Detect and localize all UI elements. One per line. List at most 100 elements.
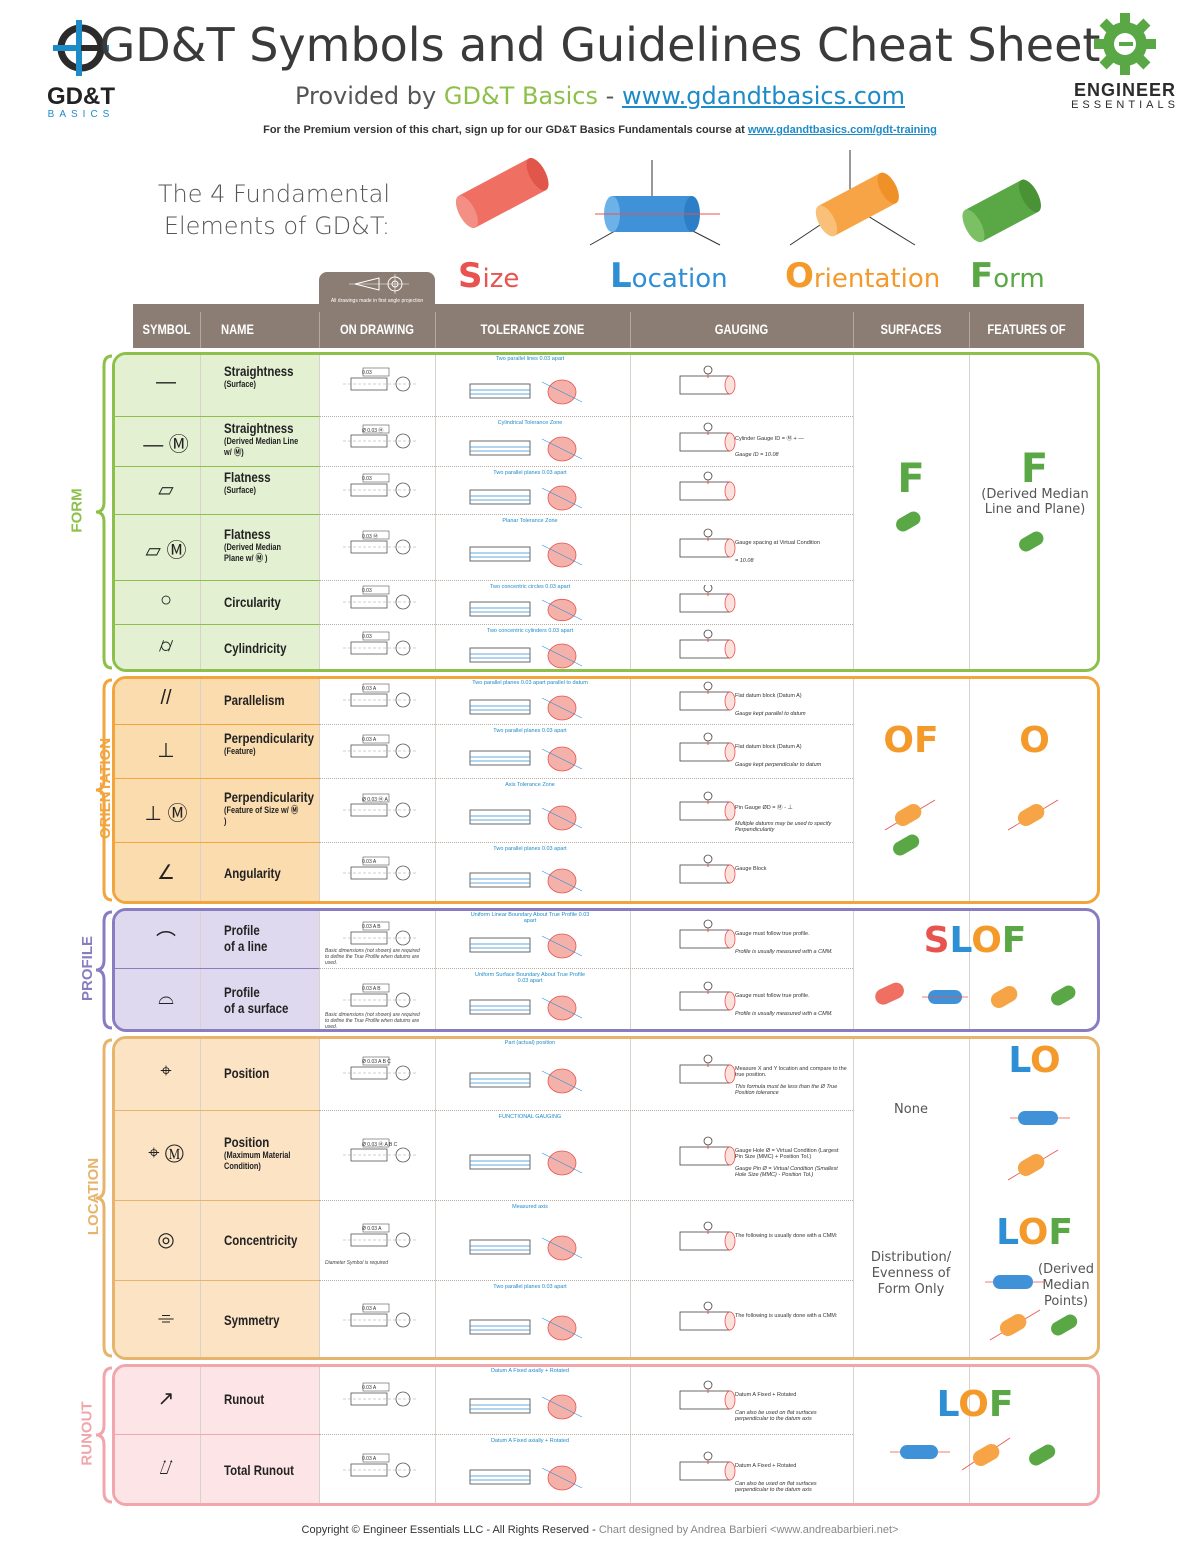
row-name-label: Angularity bbox=[224, 865, 281, 881]
fundamentals-line1: The 4 Fundamental bbox=[157, 180, 390, 208]
drawing-illustration bbox=[343, 793, 417, 818]
row-symbol: ⌒ bbox=[156, 931, 176, 953]
fos-orientation-letter: O bbox=[1019, 720, 1050, 761]
column-divider bbox=[853, 355, 854, 669]
section-label-orientation: ORIENTATION bbox=[55, 738, 114, 839]
drawing-illustration bbox=[343, 1223, 417, 1248]
column-divider bbox=[319, 911, 320, 1029]
row-symbol: ⊥ Ⓜ bbox=[144, 803, 188, 825]
gauging-illustration bbox=[679, 629, 736, 659]
row-symbol: ⌖ Ⓜ bbox=[148, 1142, 184, 1164]
tolerance-zone-illustration bbox=[469, 542, 583, 568]
tolerance-zone-illustration bbox=[469, 643, 583, 669]
element-location-initial: L bbox=[610, 256, 632, 296]
drawing-illustration bbox=[343, 473, 417, 498]
header-divider bbox=[200, 312, 201, 348]
gdt-basics-logo[interactable]: GD&T BASICS bbox=[36, 18, 126, 120]
column-divider bbox=[435, 1039, 436, 1357]
row-name: Symmetry bbox=[224, 1312, 302, 1328]
fos-location-letter-o: O bbox=[1030, 1040, 1061, 1081]
column-divider bbox=[853, 911, 854, 1029]
gauging-illustration bbox=[679, 791, 736, 821]
section-brace-icon bbox=[95, 678, 113, 902]
section-label-runout: RUNOUT bbox=[55, 1401, 96, 1465]
element-location-rest: ocation bbox=[631, 264, 728, 294]
premium-text: For the Premium version of this chart, s… bbox=[263, 124, 745, 136]
column-divider bbox=[200, 911, 201, 1029]
row-name: Concentricity bbox=[224, 1232, 302, 1248]
tolerance-zone-illustration bbox=[469, 1150, 583, 1176]
engineer-essentials-logo[interactable]: ENGINEER ESSENTIALS bbox=[1060, 10, 1190, 111]
drawing-illustration bbox=[343, 921, 417, 946]
column-divider bbox=[319, 1039, 320, 1357]
column-divider bbox=[435, 1367, 436, 1503]
column-divider bbox=[630, 1039, 631, 1357]
tolerance-zone-note: Two concentric cylinders 0.03 apart bbox=[486, 628, 574, 634]
section-label-text: PROFILE bbox=[79, 935, 97, 1002]
gauging-note-2: Gauge kept perpendicular to datum bbox=[735, 762, 822, 768]
gauging-illustration bbox=[679, 585, 736, 613]
row-divider bbox=[319, 624, 853, 625]
section-label-text: ORIENTATION bbox=[97, 737, 115, 840]
row-divider bbox=[115, 580, 319, 581]
gear-icon bbox=[1094, 13, 1156, 75]
feature-control-frame: 0.03 A bbox=[362, 1306, 377, 1312]
row-symbol: ▱ Ⓜ bbox=[145, 540, 187, 562]
logo-right-title: ENGINEER bbox=[1073, 80, 1177, 100]
logo-left-title: GD&T bbox=[47, 83, 115, 110]
row-name-label: Perpendicularity bbox=[224, 789, 314, 806]
tolerance-zone-note: Cylindrical Tolerance Zone bbox=[497, 420, 563, 426]
drawing-illustration bbox=[343, 1453, 417, 1478]
row-symbol: ⌖ bbox=[160, 1060, 172, 1082]
drawing-illustration bbox=[343, 1056, 417, 1081]
row-name-label: Flatness bbox=[224, 526, 271, 543]
row-divider bbox=[115, 624, 319, 625]
header-divider bbox=[630, 312, 631, 348]
section-location bbox=[112, 1036, 1100, 1360]
feature-control-frame: Ø 0.03 A B C bbox=[362, 1059, 391, 1065]
row-name: Straightness(Surface) bbox=[224, 363, 302, 390]
subtitle-url-link[interactable]: www.gdandtbasics.com bbox=[621, 82, 905, 110]
section-brace-icon bbox=[95, 1366, 113, 1504]
tolerance-zone-illustration bbox=[469, 485, 583, 511]
feature-control-frame: 0.03 A bbox=[362, 859, 377, 865]
gauging-note: The following is usually done with a CMM… bbox=[735, 1233, 838, 1239]
gauging-illustration bbox=[679, 1136, 736, 1166]
fundamentals-line2: Elements of GD&T: bbox=[163, 212, 390, 240]
row-name-label: Straightness bbox=[224, 420, 294, 437]
row-divider bbox=[319, 416, 853, 417]
row-name: Flatness(Derived Median Plane w/ Ⓜ ) bbox=[224, 526, 302, 564]
form-cylinder-icon bbox=[893, 834, 920, 856]
row-name-sub: (Surface) bbox=[224, 485, 256, 496]
footer-copyright: Copyright © Engineer Essentials LLC - Al… bbox=[0, 1524, 1200, 1536]
runout-letters: LOF bbox=[900, 1384, 1050, 1425]
tolerance-zone-note: FUNCTIONAL GAUGING bbox=[498, 1114, 562, 1120]
premium-url-link[interactable]: www.gdandtbasics.com/gdt-training bbox=[747, 124, 937, 136]
row-name-label-2: of a line bbox=[224, 938, 268, 954]
feature-control-frame: 0.03 A B bbox=[362, 986, 381, 992]
surfaces-profile-letters: SLOF bbox=[900, 920, 1050, 961]
section-label-text: FORM bbox=[68, 488, 86, 533]
row-name: Straightness(Derived Median Line w/ Ⓜ) bbox=[224, 420, 302, 458]
gauging-note-2: Can also be used on flat surfaces perpen… bbox=[735, 1481, 817, 1493]
section-fill-runout bbox=[115, 1367, 319, 1503]
projection-note: All drawings made in first angle project… bbox=[330, 298, 424, 304]
column-divider bbox=[319, 679, 320, 901]
gauging-note-2: Multiple datums may be used to specify P… bbox=[735, 821, 832, 833]
gauging-note: Pin Gauge ØD = Ⓜ - ⊥ bbox=[735, 805, 793, 811]
drawing-illustration bbox=[343, 856, 417, 881]
row-name: Cylindricity bbox=[224, 640, 302, 656]
row-name: Position bbox=[224, 1065, 302, 1081]
gauging-note: Gauge must follow true profile. bbox=[735, 993, 810, 999]
location-cylinder-icon bbox=[589, 160, 721, 246]
row-divider bbox=[115, 1110, 319, 1111]
tolerance-zone-note: Two parallel planes 0.03 apart bbox=[493, 470, 567, 476]
drawing-illustration bbox=[343, 530, 417, 555]
fundamentals-heading: The 4 Fundamental Elements of GD&T: bbox=[150, 178, 390, 242]
feature-control-frame: 0.03 bbox=[362, 370, 372, 376]
section-orientation bbox=[112, 676, 1100, 904]
tolerance-zone-illustration bbox=[469, 1315, 583, 1341]
element-form-rest: orm bbox=[993, 264, 1045, 294]
tolerance-zone-illustration bbox=[469, 995, 583, 1021]
